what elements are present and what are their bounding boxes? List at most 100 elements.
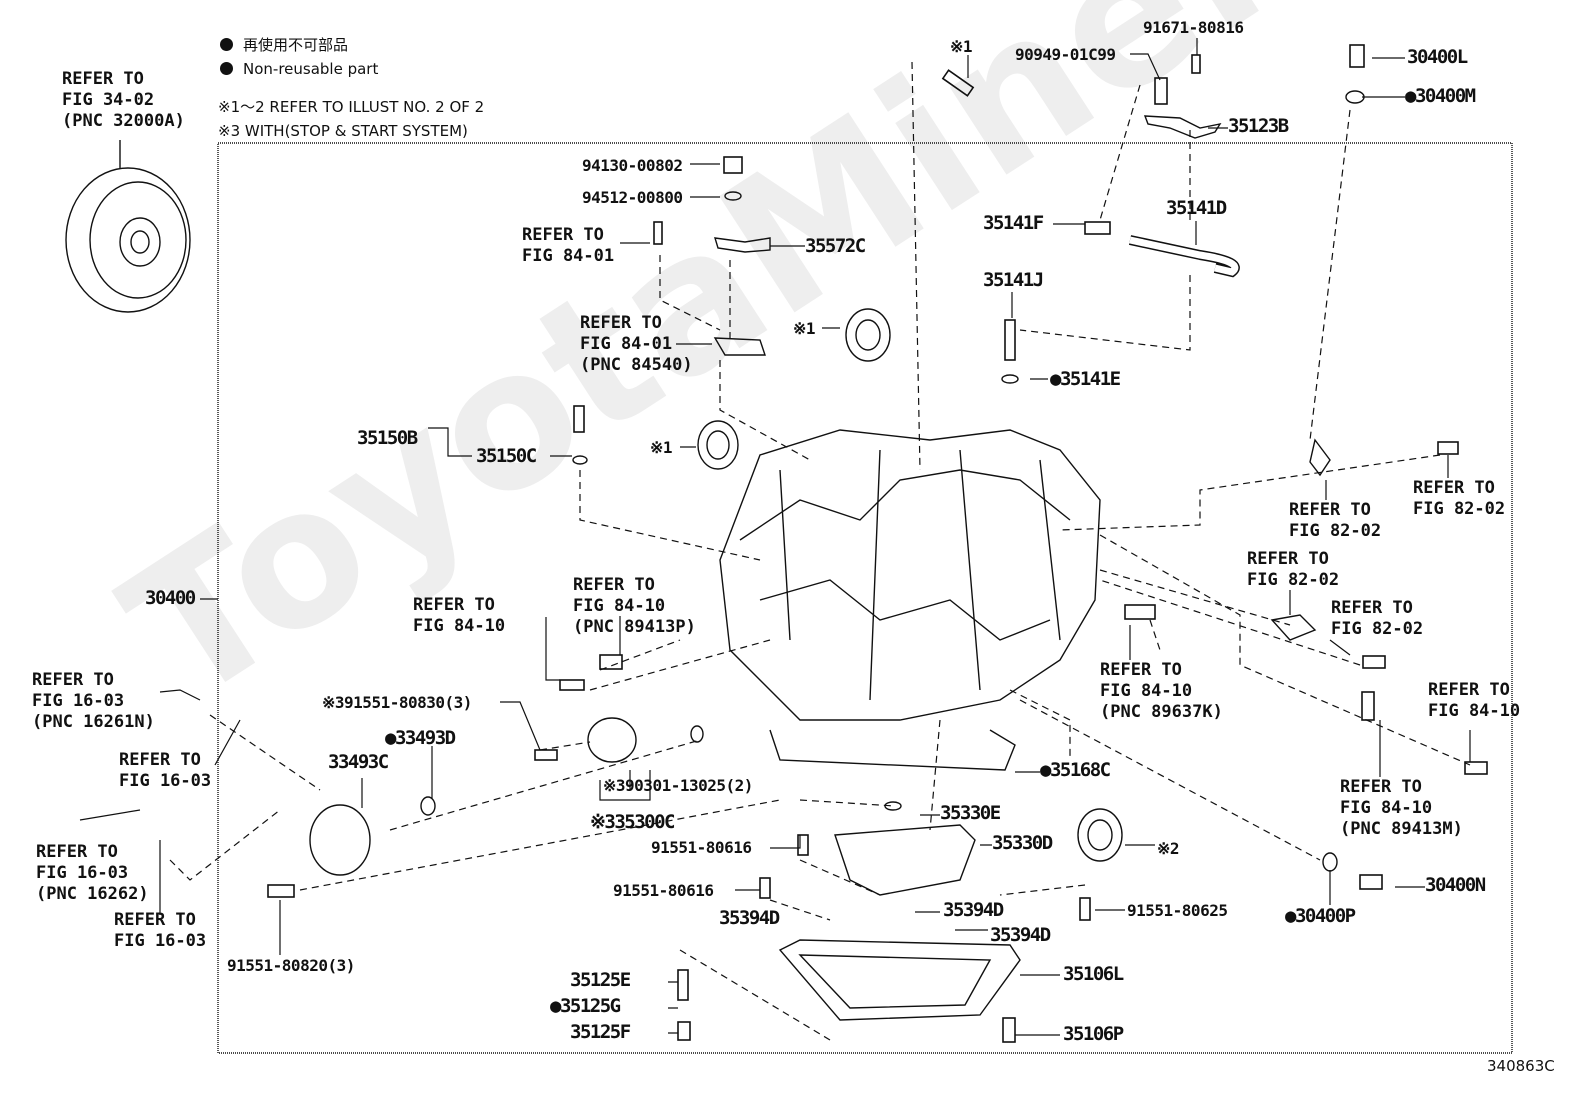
label-line: FIG 34-02	[62, 90, 155, 110]
part-number-label[interactable]: 30400L	[1407, 47, 1468, 68]
part-number-label[interactable]: 91551-80616	[651, 837, 752, 858]
part-number-label[interactable]: 35141J	[983, 269, 1044, 291]
label-line: (PNC 84540)	[580, 355, 693, 375]
part-number-label[interactable]: 35106L	[1063, 963, 1124, 985]
label-line: (PNC 16261N)	[32, 712, 155, 732]
part-number-label[interactable]: 35330E	[940, 803, 1001, 824]
part-number-label[interactable]: ●33493D	[385, 728, 456, 749]
label-line: ●35168C	[1040, 759, 1111, 781]
part-number-label[interactable]: ※391551-80830(3)	[322, 692, 472, 713]
label-line: REFER TO	[1428, 680, 1510, 700]
label-line: 35150B	[357, 427, 418, 449]
part-number-label[interactable]: 35150B	[357, 427, 418, 449]
label-line: 30400N	[1425, 874, 1486, 896]
part-number-label[interactable]: 35572C	[805, 235, 866, 257]
label-line: 35141J	[983, 269, 1044, 291]
label-line: 35106P	[1063, 1023, 1124, 1045]
part-number-label[interactable]: 35123B	[1228, 116, 1289, 137]
part-number-label[interactable]: 91671-80816	[1143, 17, 1244, 38]
part-number-label[interactable]: 35141D	[1166, 197, 1227, 219]
oil-pan-part	[778, 939, 1021, 1021]
label-line: FIG 84-01	[580, 334, 673, 354]
part-number-label[interactable]: 94512-00800	[582, 187, 683, 208]
part-number-label[interactable]: ●30400P	[1285, 905, 1356, 927]
label-line: ※1	[650, 438, 673, 457]
part-number-label[interactable]: ●35168C	[1040, 759, 1111, 781]
legend-en: Non-reusable part	[220, 57, 378, 81]
part-number-label[interactable]: ●35125G	[550, 996, 621, 1017]
label-line: REFER TO	[62, 69, 144, 89]
part-number-label[interactable]: ※390301-13025(2)	[603, 775, 753, 796]
label-line: FIG 84-10	[413, 616, 506, 636]
part-number-label[interactable]: 91551-80625	[1127, 900, 1228, 921]
part-number-label[interactable]: 91551-80616	[613, 880, 714, 901]
part-number-label[interactable]: 35125E	[570, 970, 631, 991]
part-number-label[interactable]: 35125F	[570, 1022, 631, 1043]
part-number-label[interactable]: ※1	[950, 36, 973, 57]
label-line: (PNC 32000A)	[62, 111, 185, 131]
part-number-label[interactable]: 35394D	[943, 899, 1004, 921]
legend-jp-text: 再使用不可部品	[243, 36, 349, 54]
part-number-label[interactable]: 35394D	[990, 925, 1051, 946]
non-reusable-dot-icon	[220, 38, 233, 51]
part-number-label[interactable]: 90949-01C99	[1015, 44, 1116, 65]
part-number-label[interactable]: ※1	[793, 318, 816, 339]
part-number-label[interactable]: 94130-00802	[582, 155, 683, 176]
part-number-label[interactable]: ※335300C	[590, 812, 676, 833]
part-number-label[interactable]: 35150C	[476, 445, 537, 467]
part-number-label[interactable]: 33493C	[328, 752, 389, 773]
label-line: 35141D	[1166, 197, 1227, 219]
part-number-label[interactable]: 30400	[145, 588, 196, 609]
label-line: 35572C	[805, 235, 866, 257]
label-line: ※2	[1157, 839, 1180, 858]
part-number-label[interactable]: 35330D	[992, 833, 1053, 854]
label-line: 35394D	[943, 899, 1004, 921]
label-line: REFER TO	[1247, 549, 1329, 569]
label-line: 91551-80820(3)	[227, 956, 355, 975]
part-number-label[interactable]: 35106P	[1063, 1023, 1124, 1045]
label-line: 94130-00802	[582, 156, 683, 175]
part-number-label[interactable]: ●35141E	[1050, 368, 1121, 390]
part-number-label[interactable]: 91551-80820(3)	[227, 955, 355, 976]
notes: ※1～2 REFER TO ILLUST NO. 2 OF 2 ※3 WITH(…	[218, 95, 484, 143]
label-line: FIG 16-03	[36, 863, 129, 883]
water-pump-part	[587, 717, 637, 763]
label-line: FIG 16-03	[119, 771, 212, 791]
part-number-label[interactable]: ※1	[650, 437, 673, 458]
label-line: 90949-01C99	[1015, 45, 1116, 64]
label-line: (PNC 89637K)	[1100, 702, 1223, 722]
label-line: ●30400M	[1405, 85, 1476, 107]
part-number-label[interactable]: ※2	[1157, 838, 1180, 859]
seal-ring-part	[1077, 808, 1123, 862]
legend-jp: 再使用不可部品	[220, 33, 378, 57]
part-number-label[interactable]: 35394D	[719, 908, 780, 929]
label-line: REFER TO	[580, 313, 662, 333]
legend: 再使用不可部品 Non-reusable part	[220, 33, 378, 81]
part-number-label[interactable]: 30400N	[1425, 874, 1486, 896]
label-line: ●30400P	[1285, 905, 1356, 927]
note-1: ※1～2 REFER TO ILLUST NO. 2 OF 2	[218, 98, 485, 116]
part-number-label[interactable]: ●30400M	[1405, 85, 1476, 107]
part-number-label[interactable]: 35141F	[983, 213, 1044, 234]
label-line: 35150C	[476, 445, 537, 467]
label-line: ●35141E	[1050, 368, 1121, 390]
label-line: 35106L	[1063, 963, 1124, 985]
label-line: REFER TO	[1100, 660, 1182, 680]
torque-converter-part	[65, 140, 191, 313]
